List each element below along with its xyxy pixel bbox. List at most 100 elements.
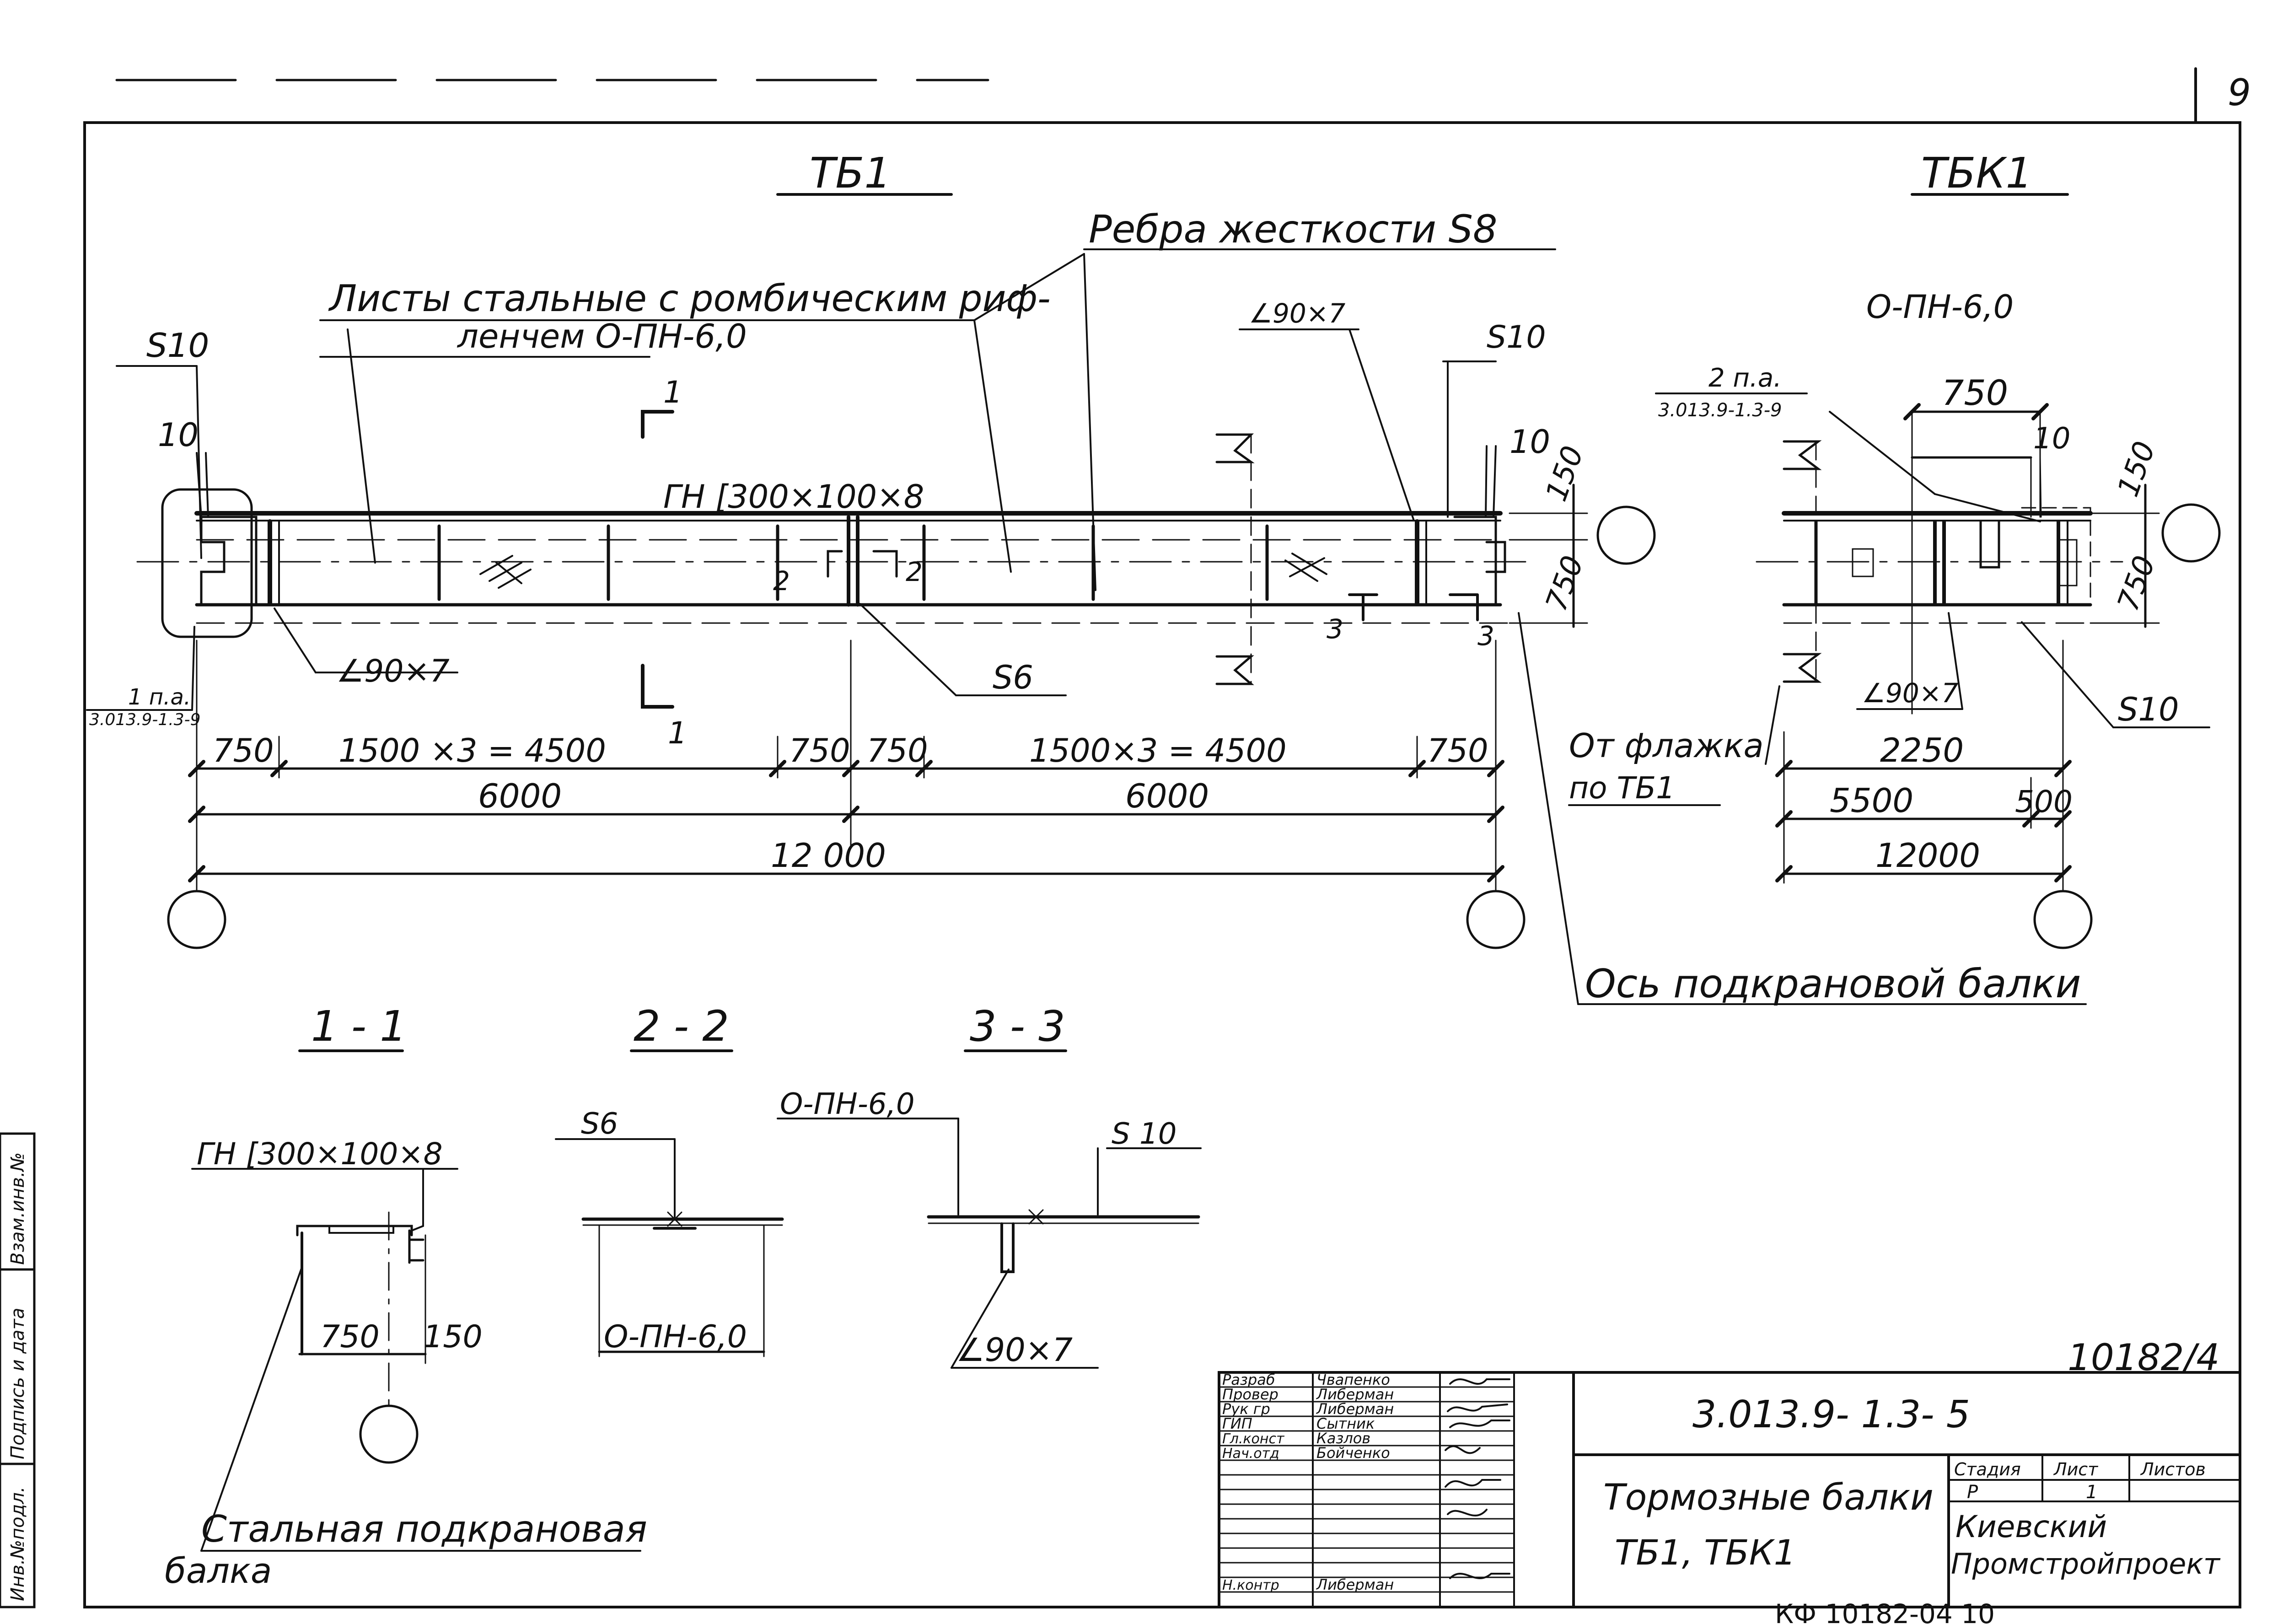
tbk1-dimensions xyxy=(1775,403,2160,891)
tbk1-gap: 10 xyxy=(2033,422,2070,456)
tb-col-stage: Стадия xyxy=(1954,1459,2021,1479)
tb-role-6: Н.контр xyxy=(1222,1577,1279,1593)
tbk1-node-ref-num: 2 п.а. xyxy=(1708,363,1782,393)
tbk1-plate-label: О-ПН-6,0 xyxy=(1866,288,2014,326)
section-2-2 xyxy=(555,1049,784,1357)
section-1-1-title: 1 - 1 xyxy=(311,1002,407,1051)
tb1-leaders xyxy=(86,193,2087,1005)
archive-note: КФ 10182-04 10 xyxy=(1775,1598,1995,1624)
section-1-1-dim-b: 150 xyxy=(423,1319,483,1355)
tb1-node-ref-num: 1 п.а. xyxy=(128,684,191,710)
tb1-sec2-left: 2 xyxy=(773,565,790,597)
tb-org-2: Промстройпроект xyxy=(1951,1547,2221,1581)
section-3-3 xyxy=(777,1049,1202,1369)
side-stamp-sign: Подпись и дата xyxy=(7,1308,28,1459)
tb-person-2: Либерман xyxy=(1316,1400,1394,1418)
tb1-s10-left: S10 xyxy=(146,326,209,365)
tbk1-flag-note-2: по ТБ1 xyxy=(1569,770,1675,806)
section-3-3-bottom: ∠90×7 xyxy=(956,1331,1073,1369)
page-number: 9 xyxy=(2228,71,2251,114)
tb1-sec3-right: 3 xyxy=(1477,620,1494,651)
tbk1-dim-5500: 5500 xyxy=(1830,781,1913,820)
section-1-1-dim-a: 750 xyxy=(320,1319,380,1355)
tb-name-2: ТБ1, ТБК1 xyxy=(1615,1532,1796,1573)
tb1-sec1-bottom: 1 xyxy=(668,715,687,751)
section-3-3-top-right: S 10 xyxy=(1112,1117,1176,1151)
tb-org-1: Киевский xyxy=(1955,1509,2107,1544)
tb-designation: 3.013.9- 1.3- 5 xyxy=(1692,1393,1970,1436)
tb-role-2: Рук гр xyxy=(1222,1400,1270,1418)
tbk1-node-ref-doc: 3.013.9-1.3-9 xyxy=(1658,400,1782,421)
tb1-angle-top: ∠90×7 xyxy=(1249,298,1345,329)
tb-person-3: Сытник xyxy=(1316,1415,1375,1432)
tbk1-plan xyxy=(1756,440,2221,949)
tb1-s6-label: S6 xyxy=(993,659,1033,696)
tb-person-4: Казлов xyxy=(1316,1430,1370,1447)
tb1-s10-right: S10 xyxy=(1487,319,1546,355)
tb-col-sheets: Листов xyxy=(2140,1459,2206,1479)
section-3-3-top-left: О-ПН-6,0 xyxy=(780,1087,915,1121)
tb1-sec1-top: 1 xyxy=(663,375,682,410)
tb1-dim-r2-0: 6000 xyxy=(478,777,562,815)
section-3-3-title: 3 - 3 xyxy=(970,1002,1065,1051)
tbk1-dim-total: 12000 xyxy=(1875,836,1980,875)
tb1-dim-r2-1: 6000 xyxy=(1125,777,1209,815)
tb-role-0: Разраб xyxy=(1222,1371,1275,1388)
tb-name-1: Тормозные балки xyxy=(1603,1477,1934,1518)
section-2-2-bottom: О-ПН-6,0 xyxy=(604,1319,747,1355)
tb-person-5: Бойченко xyxy=(1316,1444,1390,1462)
tbk1-flag-note-1: От флажка xyxy=(1569,726,1764,765)
tb1-plates-label-2: ленчем О-ПН-6,0 xyxy=(457,317,747,355)
tb-role-4: Гл.конст xyxy=(1222,1431,1285,1447)
tb-stage: Р xyxy=(1967,1482,1978,1503)
tbk1-title: ТБК1 xyxy=(1921,149,2032,198)
tbk1-dim-2250: 2250 xyxy=(1880,731,1964,769)
tbk1-dim-150: 150 xyxy=(2111,437,2162,501)
tb1-gap-left: 10 xyxy=(158,416,199,454)
tb-person-0: Чвапенко xyxy=(1316,1371,1390,1388)
tb1-node-ref-doc: 3.013.9-1.3-9 xyxy=(89,710,201,729)
tb1-gap-right: 10 xyxy=(1509,423,1550,461)
tb1-dim-r1-5: 750 xyxy=(1427,732,1488,769)
tb1-sec3-left: 3 xyxy=(1327,613,1343,645)
section-1-1-note-2: балка xyxy=(165,1550,272,1591)
signatures xyxy=(1445,1378,1510,1579)
side-stamp-inv: Инв.№подл. xyxy=(7,1486,28,1601)
tb-role-3: ГИП xyxy=(1222,1415,1252,1432)
tbk1-s10: S10 xyxy=(2118,691,2179,728)
tb1-dim-750-v: 750 xyxy=(1539,551,1590,615)
section-2-2-title: 2 - 2 xyxy=(634,1002,729,1051)
tbk1-dim-500: 500 xyxy=(2015,784,2073,819)
section-1-1 xyxy=(191,1049,641,1552)
tb-person-1: Либерман xyxy=(1316,1386,1394,1403)
tbk1-dim-750: 750 xyxy=(1942,372,2008,413)
tb-role-1: Провер xyxy=(1222,1386,1278,1403)
sheet-frame xyxy=(83,67,2241,1608)
section-1-1-label: ГН [300×100×8 xyxy=(197,1136,443,1172)
tb1-rib-label: Ребра жесткости S8 xyxy=(1089,207,1497,252)
tb-person-6: Либерман xyxy=(1316,1576,1394,1593)
tb1-axis-label: Ось подкрановой балки xyxy=(1585,961,2081,1007)
tbk1-leaders xyxy=(1568,193,2210,806)
tb1-channel-label: ГН [300×100×8 xyxy=(663,478,924,516)
tb1-plan xyxy=(136,410,1656,949)
tb1-dimensions xyxy=(188,484,1588,884)
title-block-grid xyxy=(1218,1371,2241,1608)
copy-number: 10182/4 xyxy=(2068,1336,2219,1379)
section-1-1-note-1: Стальная подкрановая xyxy=(201,1508,647,1550)
tb1-dim-r1-0: 750 xyxy=(213,732,274,769)
tb-sheet: 1 xyxy=(2086,1482,2097,1503)
side-stamp-replace: Взам.инв.№ xyxy=(7,1152,28,1265)
tb1-sec2-right: 2 xyxy=(906,556,923,587)
tb1-dim-r1-3: 750 xyxy=(867,732,928,769)
tbk1-angle: ∠90×7 xyxy=(1862,678,1958,709)
tb1-title: ТБ1 xyxy=(810,149,891,198)
section-2-2-top: S6 xyxy=(581,1107,618,1141)
tb1-angle-bottom: ∠90×7 xyxy=(336,653,450,689)
tb1-dim-r1-4: 1500×3 = 4500 xyxy=(1029,732,1287,769)
tb1-dim-total: 12 000 xyxy=(771,836,886,875)
tbk1-dim-750-v: 750 xyxy=(2111,551,2162,615)
tb-role-5: Нач.отд xyxy=(1222,1446,1279,1462)
tb1-dim-r1-1: 1500 ×3 = 4500 xyxy=(338,732,606,769)
tb1-dim-r1-2: 750 xyxy=(789,732,850,769)
